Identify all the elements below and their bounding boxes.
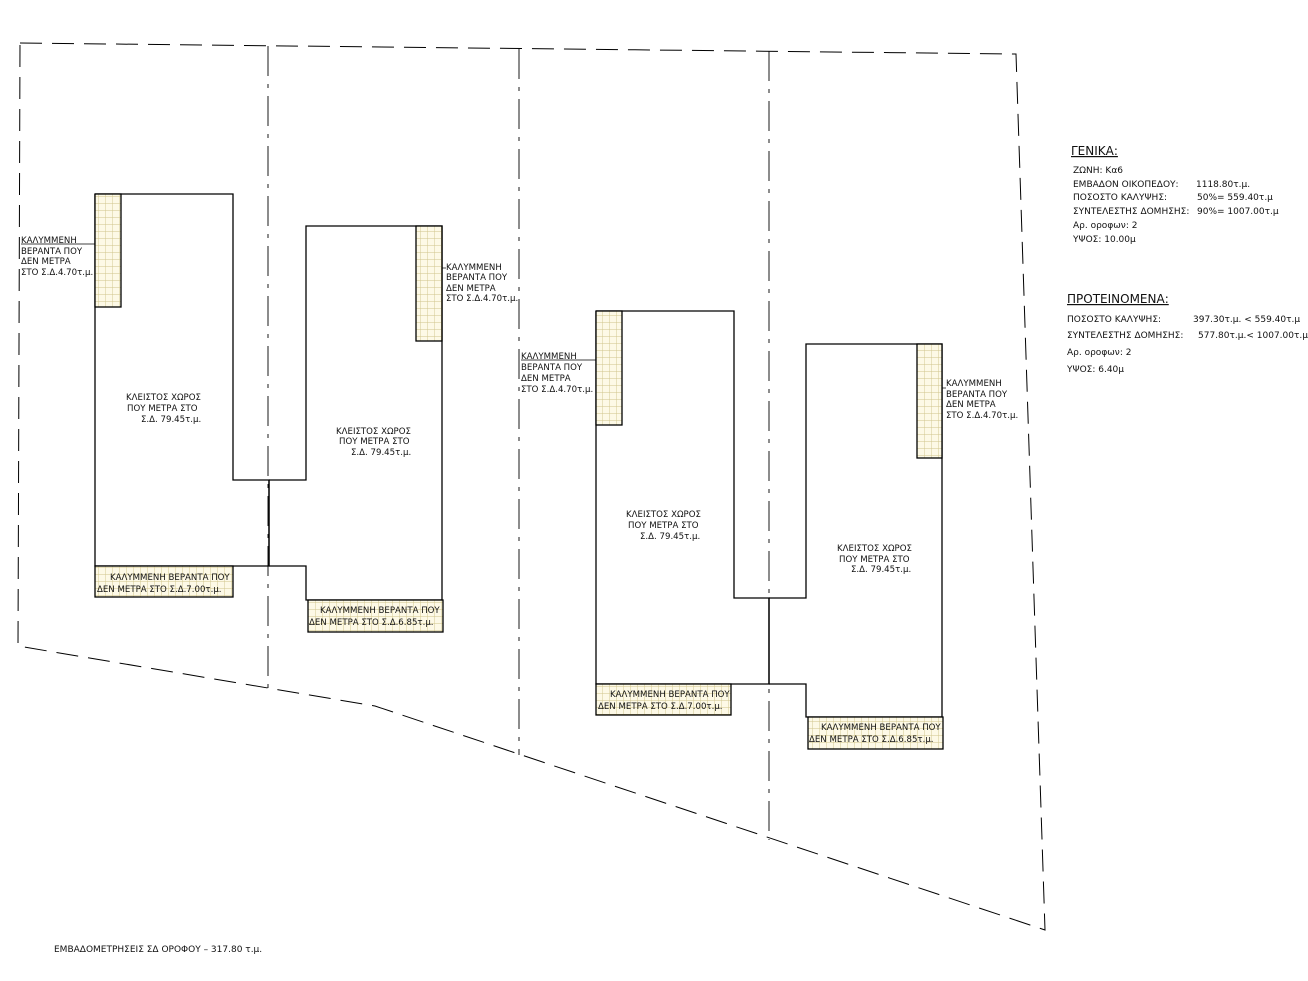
svg-text:ΚΑΛΥΜΜΕΝΗ: ΚΑΛΥΜΜΕΝΗ bbox=[946, 379, 1002, 389]
svg-text:ΣΤΟ Σ.Δ.4.70τ.μ.: ΣΤΟ Σ.Δ.4.70τ.μ. bbox=[946, 411, 1018, 421]
bottom-veranda-label-1a: ΚΑΛΥΜΜΕΝΗ ΒΕΡΑΝΤΑ ΠΟΥ ΔΕΝ ΜΕΤΡΑ ΣΤΟ Σ.Δ.… bbox=[97, 573, 230, 595]
svg-text:ΖΩΝΗ: Kα6: ΖΩΝΗ: Kα6 bbox=[1073, 166, 1123, 176]
svg-text:ΚΛΕΙΣΤΟΣ ΧΩΡΟΣ: ΚΛΕΙΣΤΟΣ ΧΩΡΟΣ bbox=[626, 510, 701, 520]
svg-text:ΚΑΛΥΜΜΕΝΗ: ΚΑΛΥΜΜΕΝΗ bbox=[21, 236, 77, 246]
svg-text:ΒΕΡΑΝΤΑ ΠΟΥ: ΒΕΡΑΝΤΑ ΠΟΥ bbox=[946, 390, 1008, 400]
svg-text:Σ.Δ. 79.45τ.μ.: Σ.Δ. 79.45τ.μ. bbox=[640, 532, 700, 542]
svg-text:ΣΤΟ Σ.Δ.4.70τ.μ.: ΣΤΟ Σ.Δ.4.70τ.μ. bbox=[521, 385, 593, 395]
side-veranda-label-1a: ΚΑΛΥΜΜΕΝΗ ΒΕΡΑΝΤΑ ΠΟΥ ΔΕΝ ΜΕΤΡΑ ΣΤΟ Σ.Δ.… bbox=[21, 236, 93, 278]
svg-text:ΠΟΥ ΜΕΤΡΑ ΣΤΟ: ΠΟΥ ΜΕΤΡΑ ΣΤΟ bbox=[839, 555, 910, 565]
svg-text:577.80τ.μ.< 1007.00τ.μ: 577.80τ.μ.< 1007.00τ.μ bbox=[1198, 331, 1308, 341]
svg-text:50%= 559.40τ.μ: 50%= 559.40τ.μ bbox=[1197, 193, 1273, 203]
side-veranda-2b bbox=[916, 343, 943, 459]
enclosed-label-1b: ΚΛΕΙΣΤΟΣ ΧΩΡΟΣ ΠΟΥ ΜΕΤΡΑ ΣΤΟ Σ.Δ. 79.45τ… bbox=[336, 427, 411, 458]
bottom-veranda-label-1b: ΚΑΛΥΜΜΕΝΗ ΒΕΡΑΝΤΑ ΠΟΥ ΔΕΝ ΜΕΤΡΑ ΣΤΟ Σ.Δ.… bbox=[309, 606, 440, 628]
side-veranda-label-1b: ΚΑΛΥΜΜΕΝΗ ΒΕΡΑΝΤΑ ΠΟΥ ΔΕΝ ΜΕΤΡΑ ΣΤΟ Σ.Δ.… bbox=[446, 263, 518, 304]
side-veranda-label-2b: ΚΑΛΥΜΜΕΝΗ ΒΕΡΑΝΤΑ ΠΟΥ ΔΕΝ ΜΕΤΡΑ ΣΤΟ Σ.Δ.… bbox=[946, 379, 1018, 421]
svg-text:Αρ. οροφων: 2: Αρ. οροφων: 2 bbox=[1067, 348, 1131, 358]
enclosed-label-1a: ΚΛΕΙΣΤΟΣ ΧΩΡΟΣ ΠΟΥ ΜΕΤΡΑ ΣΤΟ Σ.Δ. 79.45τ… bbox=[126, 393, 201, 425]
svg-text:ΔΕΝ ΜΕΤΡΑ: ΔΕΝ ΜΕΤΡΑ bbox=[946, 400, 996, 410]
bottom-veranda-2a bbox=[595, 683, 732, 716]
svg-text:ΣΤΟ Σ.Δ.4.70τ.μ.: ΣΤΟ Σ.Δ.4.70τ.μ. bbox=[21, 268, 93, 278]
proposed-heading: ΠΡΟΤΕΙΝΟΜΕΝΑ: bbox=[1067, 292, 1169, 306]
svg-text:Σ.Δ. 79.45τ.μ.: Σ.Δ. 79.45τ.μ. bbox=[351, 448, 411, 458]
side-veranda-1a bbox=[94, 193, 122, 308]
svg-text:Αρ. οροφων: 2: Αρ. οροφων: 2 bbox=[1073, 221, 1137, 231]
footer-area-summary: ΕΜΒΑΔΟΜΕΤΡΗΣΕΙΣ ΣΔ ΟΡΟΦΟΥ – 317.80 τ.μ. bbox=[54, 945, 262, 955]
side-veranda-1b bbox=[415, 225, 443, 342]
svg-text:397.30τ.μ. < 559.40τ.μ: 397.30τ.μ. < 559.40τ.μ bbox=[1193, 315, 1300, 325]
bottom-veranda-1b bbox=[307, 599, 444, 633]
svg-text:ΚΛΕΙΣΤΟΣ ΧΩΡΟΣ: ΚΛΕΙΣΤΟΣ ΧΩΡΟΣ bbox=[126, 393, 201, 403]
svg-text:ΣΥΝΤΕΛΕΣΤΗΣ ΔΟΜΗΣΗΣ:: ΣΥΝΤΕΛΕΣΤΗΣ ΔΟΜΗΣΗΣ: bbox=[1073, 207, 1189, 217]
svg-text:90%= 1007.00τ.μ: 90%= 1007.00τ.μ bbox=[1197, 207, 1279, 217]
bottom-veranda-1a bbox=[94, 565, 234, 598]
svg-text:ΠΟΥ ΜΕΤΡΑ ΣΤΟ: ΠΟΥ ΜΕΤΡΑ ΣΤΟ bbox=[127, 404, 198, 414]
bottom-veranda-label-2b: ΚΑΛΥΜΜΕΝΗ ΒΕΡΑΝΤΑ ΠΟΥ ΔΕΝ ΜΕΤΡΑ ΣΤΟ Σ.Δ.… bbox=[809, 723, 941, 745]
svg-text:ΥΨΟΣ: 10.00μ: ΥΨΟΣ: 10.00μ bbox=[1072, 235, 1136, 245]
svg-text:ΠΟΣΟΣΤΟ ΚΑΛΥΨΗΣ:: ΠΟΣΟΣΤΟ ΚΑΛΥΨΗΣ: bbox=[1067, 315, 1161, 325]
svg-text:ΥΨΟΣ: 6.40μ: ΥΨΟΣ: 6.40μ bbox=[1066, 365, 1124, 375]
svg-text:ΔΕΝ ΜΕΤΡΑ ΣΤΟ Σ.Δ.6.85τ.μ.: ΔΕΝ ΜΕΤΡΑ ΣΤΟ Σ.Δ.6.85τ.μ. bbox=[809, 735, 934, 745]
svg-text:ΒΕΡΑΝΤΑ ΠΟΥ: ΒΕΡΑΝΤΑ ΠΟΥ bbox=[446, 273, 508, 283]
svg-text:ΚΛΕΙΣΤΟΣ ΧΩΡΟΣ: ΚΛΕΙΣΤΟΣ ΧΩΡΟΣ bbox=[336, 427, 411, 437]
enclosed-label-2a: ΚΛΕΙΣΤΟΣ ΧΩΡΟΣ ΠΟΥ ΜΕΤΡΑ ΣΤΟ Σ.Δ. 79.45τ… bbox=[626, 510, 701, 542]
enclosed-label-2b: ΚΛΕΙΣΤΟΣ ΧΩΡΟΣ ΠΟΥ ΜΕΤΡΑ ΣΤΟ Σ.Δ. 79.45τ… bbox=[837, 544, 912, 575]
svg-text:ΔΕΝ ΜΕΤΡΑ: ΔΕΝ ΜΕΤΡΑ bbox=[446, 284, 496, 294]
bottom-veranda-2b bbox=[807, 716, 944, 750]
leader-lines bbox=[21, 243, 946, 389]
svg-text:ΚΑΛΥΜΜΕΝΗ ΒΕΡΑΝΤΑ ΠΟΥ: ΚΑΛΥΜΜΕΝΗ ΒΕΡΑΝΤΑ ΠΟΥ bbox=[821, 723, 941, 733]
svg-text:1118.80τ.μ.: 1118.80τ.μ. bbox=[1196, 180, 1250, 190]
svg-text:ΚΑΛΥΜΜΕΝΗ: ΚΑΛΥΜΜΕΝΗ bbox=[521, 352, 577, 362]
house-1b bbox=[268, 225, 444, 633]
svg-text:ΔΕΝ ΜΕΤΡΑ: ΔΕΝ ΜΕΤΡΑ bbox=[521, 374, 571, 384]
svg-text:ΔΕΝ ΜΕΤΡΑ: ΔΕΝ ΜΕΤΡΑ bbox=[21, 257, 71, 267]
side-veranda-label-2a: ΚΑΛΥΜΜΕΝΗ ΒΕΡΑΝΤΑ ΠΟΥ ΔΕΝ ΜΕΤΡΑ ΣΤΟ Σ.Δ.… bbox=[521, 352, 593, 395]
svg-text:ΒΕΡΑΝΤΑ ΠΟΥ: ΒΕΡΑΝΤΑ ΠΟΥ bbox=[21, 247, 83, 257]
plot-boundary bbox=[17, 42, 1046, 931]
svg-text:ΚΑΛΥΜΜΕΝΗ ΒΕΡΑΝΤΑ ΠΟΥ: ΚΑΛΥΜΜΕΝΗ ΒΕΡΑΝΤΑ ΠΟΥ bbox=[610, 690, 730, 700]
svg-text:ΔΕΝ ΜΕΤΡΑ ΣΤΟ Σ.Δ.6.85τ.μ.: ΔΕΝ ΜΕΤΡΑ ΣΤΟ Σ.Δ.6.85τ.μ. bbox=[309, 618, 434, 628]
svg-text:ΚΑΛΥΜΜΕΝΗ: ΚΑΛΥΜΜΕΝΗ bbox=[446, 263, 502, 273]
side-veranda-2a bbox=[595, 310, 623, 426]
svg-text:ΚΛΕΙΣΤΟΣ ΧΩΡΟΣ: ΚΛΕΙΣΤΟΣ ΧΩΡΟΣ bbox=[837, 544, 912, 554]
general-data-block: ΓΕΝΙΚΑ: ΖΩΝΗ: Kα6 ΕΜΒΑΔΟΝ ΟΙΚΟΠΕΔΟΥ: 111… bbox=[1071, 144, 1279, 245]
svg-text:Σ.Δ. 79.45τ.μ.: Σ.Δ. 79.45τ.μ. bbox=[141, 415, 201, 425]
proposed-data-block: ΠΡΟΤΕΙΝΟΜΕΝΑ: ΠΟΣΟΣΤΟ ΚΑΛΥΨΗΣ: 397.30τ.μ… bbox=[1066, 292, 1308, 375]
svg-text:ΠΟΥ ΜΕΤΡΑ ΣΤΟ: ΠΟΥ ΜΕΤΡΑ ΣΤΟ bbox=[339, 437, 410, 447]
svg-text:ΔΕΝ ΜΕΤΡΑ ΣΤΟ Σ.Δ.7.00τ.μ.: ΔΕΝ ΜΕΤΡΑ ΣΤΟ Σ.Δ.7.00τ.μ. bbox=[97, 585, 222, 595]
svg-text:ΚΑΛΥΜΜΕΝΗ ΒΕΡΑΝΤΑ ΠΟΥ: ΚΑΛΥΜΜΕΝΗ ΒΕΡΑΝΤΑ ΠΟΥ bbox=[110, 573, 230, 583]
svg-text:ΔΕΝ ΜΕΤΡΑ ΣΤΟ Σ.Δ.7.00τ.μ.: ΔΕΝ ΜΕΤΡΑ ΣΤΟ Σ.Δ.7.00τ.μ. bbox=[598, 702, 723, 712]
plot-division-lines bbox=[267, 46, 770, 840]
house-2b bbox=[768, 343, 944, 750]
house-1a bbox=[94, 193, 270, 598]
svg-text:ΕΜΒΑΔΟΝ ΟΙΚΟΠΕΔΟΥ:: ΕΜΒΑΔΟΝ ΟΙΚΟΠΕΔΟΥ: bbox=[1073, 180, 1179, 190]
svg-text:ΣΤΟ Σ.Δ.4.70τ.μ.: ΣΤΟ Σ.Δ.4.70τ.μ. bbox=[446, 294, 518, 304]
svg-text:Σ.Δ. 79.45τ.μ.: Σ.Δ. 79.45τ.μ. bbox=[851, 565, 911, 575]
svg-text:ΠΟΥ ΜΕΤΡΑ ΣΤΟ: ΠΟΥ ΜΕΤΡΑ ΣΤΟ bbox=[628, 521, 699, 531]
general-heading: ΓΕΝΙΚΑ: bbox=[1071, 144, 1118, 158]
svg-text:ΚΑΛΥΜΜΕΝΗ ΒΕΡΑΝΤΑ ΠΟΥ: ΚΑΛΥΜΜΕΝΗ ΒΕΡΑΝΤΑ ΠΟΥ bbox=[320, 606, 440, 616]
bottom-veranda-label-2a: ΚΑΛΥΜΜΕΝΗ ΒΕΡΑΝΤΑ ΠΟΥ ΔΕΝ ΜΕΤΡΑ ΣΤΟ Σ.Δ.… bbox=[598, 690, 730, 712]
svg-text:ΠΟΣΟΣΤΟ ΚΑΛΥΨΗΣ:: ΠΟΣΟΣΤΟ ΚΑΛΥΨΗΣ: bbox=[1073, 193, 1167, 203]
svg-text:ΣΥΝΤΕΛΕΣΤΗΣ ΔΟΜΗΣΗΣ:: ΣΥΝΤΕΛΕΣΤΗΣ ΔΟΜΗΣΗΣ: bbox=[1067, 331, 1183, 341]
svg-text:ΒΕΡΑΝΤΑ ΠΟΥ: ΒΕΡΑΝΤΑ ΠΟΥ bbox=[521, 363, 583, 373]
